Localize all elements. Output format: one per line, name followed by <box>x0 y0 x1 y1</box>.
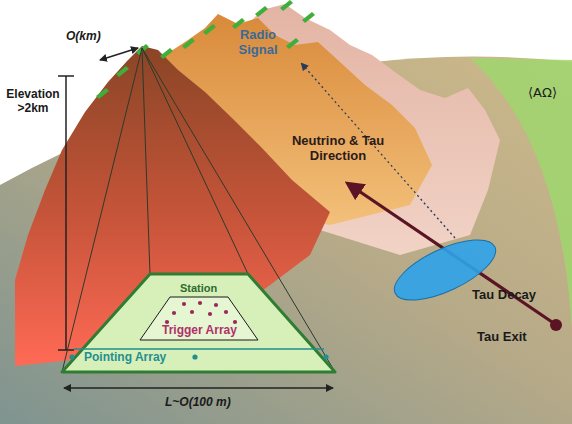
elevation-scale <box>58 75 74 77</box>
tau-direction-arrow <box>350 185 552 322</box>
pointing-baseline <box>74 348 324 349</box>
elevation-scale <box>58 76 74 350</box>
length-arrow <box>64 387 333 389</box>
zoom-lines <box>142 48 248 274</box>
tau-exit-point: Tau Exit <box>549 318 563 332</box>
elevation-scale <box>65 76 67 350</box>
station-markers <box>203 24 216 35</box>
footprint-trapezoid <box>62 274 335 372</box>
station-markers <box>302 12 315 23</box>
trigger-antenna <box>198 301 202 305</box>
direction-label: Neutrino & Tau Direction <box>288 134 388 164</box>
station-footprint: Pointing Array StationTrigger Array <box>62 274 335 372</box>
array-label: Pointing Array <box>84 351 166 365</box>
km-arrow <box>100 48 138 60</box>
zoom-lines <box>142 48 150 274</box>
elevation-label: Elevation >2km <box>3 88 63 116</box>
signal-label: Radio Signal <box>226 28 290 58</box>
station-markers <box>182 38 195 49</box>
scale-label: O(km) <box>66 30 101 44</box>
array-label: Trigger Array <box>162 324 237 338</box>
station-markers <box>286 38 299 49</box>
pointing-antenna <box>69 354 74 359</box>
trigger-antenna <box>208 312 212 316</box>
station-trapezoid: StationTrigger Array <box>140 282 258 340</box>
station-markers <box>96 0 315 99</box>
trigger-antenna <box>182 302 186 306</box>
length-label: L~O(100 m) <box>165 396 231 410</box>
elevation-scale <box>58 349 74 351</box>
trigger-antenna <box>214 303 218 307</box>
station-outline <box>140 297 258 340</box>
station-label: Station <box>180 282 217 295</box>
trigger-antenna <box>224 310 228 314</box>
tau-exit-point-shape <box>549 318 563 332</box>
trigger-antenna <box>190 310 194 314</box>
station-markers <box>280 0 293 11</box>
pointing-antenna <box>323 354 328 359</box>
trigger-antenna <box>172 311 176 315</box>
pointing-antenna <box>192 354 197 359</box>
station-markers <box>96 88 109 99</box>
exit-dot <box>550 319 562 331</box>
exit-label: Tau Exit <box>477 330 527 345</box>
decay-label: Tau Decay <box>472 288 536 303</box>
station-markers <box>116 66 129 77</box>
station-markers <box>255 6 268 17</box>
zoom-lines <box>62 48 335 372</box>
solid-angle-label: ⟨AΩ⟩ <box>528 86 557 101</box>
station-markers <box>160 48 173 59</box>
tau-decay-region: Tau Decay <box>388 238 502 302</box>
